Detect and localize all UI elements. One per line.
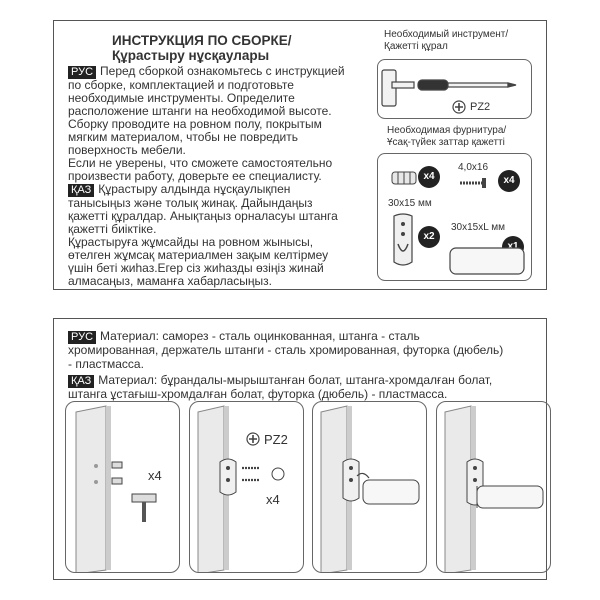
kz-line: Құрастыру алдында нұсқаулықпен [98, 182, 291, 196]
rod-holder-icon [393, 213, 413, 266]
materials-ru-line2: хромированная, держатель штанги - сталь … [68, 343, 504, 357]
materials-ru-tag: РУС [68, 331, 97, 344]
ru-line: расположение штанги на необходимой высот… [68, 104, 332, 118]
materials-ru-line3: - пластмасса. [68, 357, 144, 371]
screwdriver-icon [417, 79, 517, 91]
hammer-icon [131, 493, 157, 522]
kz-line: өтелген жұмсақ материалмен зақым келтірм… [68, 248, 329, 262]
ru-line: Сборку проводите на ровном полу, покрыты… [68, 117, 322, 131]
ru-line: произвести работу, доверьте ее специалис… [68, 169, 322, 183]
title-kz: Құрастыру нұсқаулары [112, 48, 270, 63]
rod-size: 30x15xL мм [451, 222, 505, 233]
tools-box: PZ2 [377, 59, 532, 119]
ru-line: поверхность мебели. [68, 143, 186, 157]
assembled-rod-illustration [444, 405, 544, 572]
wall-panel-illustration [75, 405, 157, 572]
kz-line: үшін беті жиһаз.Егер сіз жиһазды өзіңіз … [68, 261, 324, 275]
dowel-count: x4 [418, 166, 440, 188]
step-3-panel [312, 401, 427, 573]
page-title: ИНСТРУКЦИЯ ПО СБОРКЕ/ Құрастыру нұсқаула… [112, 33, 292, 63]
materials-kz-tag: ҚАЗ [68, 375, 95, 388]
step-2-screwdriver: PZ2 [264, 432, 288, 447]
holder-size: 30x15 мм [388, 198, 432, 209]
step-4-panel [436, 401, 551, 573]
step-2-panel: PZ2 x4 [189, 401, 304, 573]
step-2-count: x4 [266, 492, 280, 507]
materials-kz-text: Материал: бұрандалы-мырыштанған болат, ш… [98, 373, 493, 387]
ru-line: Если не уверены, что сможете самостоятел… [68, 156, 333, 170]
hardware-label-line1: Необходимая фурнитура/ [387, 125, 507, 136]
tools-label: Необходимый инструмент/ Қажетті құрал [384, 29, 508, 53]
hardware-box: x4 4,0x16 x4 30x15 мм x2 30x15xL мм x1 [377, 153, 532, 281]
kz-line: танысыңыз және толық жинақ. Дайындаңыз [68, 196, 313, 210]
rod-icon [449, 247, 525, 275]
kz-line: қажетті құралдар. Анықтаңыз орналасуы шт… [68, 209, 338, 223]
dowel-icon [391, 171, 417, 185]
title-ru: ИНСТРУКЦИЯ ПО СБОРКЕ/ [112, 33, 292, 48]
step-1-count: x4 [148, 468, 162, 483]
kz-line: алмасаңыз, маманға хабарласыңыз. [68, 274, 273, 288]
tools-illustration [381, 69, 517, 107]
materials-kz-line2: штанга ұстағыш-хромдалған болат, футорка… [68, 387, 448, 401]
screw-icon [460, 178, 486, 188]
ru-line: Перед сборкой ознакомьтесь с инструкцией [100, 64, 345, 78]
ru-tag: РУС [68, 66, 97, 79]
ru-line: по сборке, комплектацией и подготовьте [68, 78, 294, 92]
instructions-panel: ИНСТРУКЦИЯ ПО СБОРКЕ/ Құрастыру нұсқаула… [53, 20, 547, 290]
hammer-icon [381, 69, 415, 107]
screwdriver-type: PZ2 [470, 101, 491, 113]
screw-size: 4,0x16 [458, 162, 489, 173]
ru-line: мягким материалом, чтобы не повредить [68, 130, 298, 144]
screw-count: x4 [498, 170, 520, 192]
step-1-panel: x4 [65, 401, 180, 573]
rod-insert-illustration [320, 405, 420, 572]
holder-count: x2 [418, 226, 440, 248]
kz-line: Құрастыруға жұмсайды на ровном жынысы, [68, 235, 314, 249]
hardware-label: Необходимая фурнитура/ Ұсақ-түйек заттар… [387, 125, 506, 149]
holder-mount-illustration [197, 405, 285, 572]
tools-label-line2: Қажетті құрал [384, 41, 448, 52]
phillips-icon [246, 432, 260, 446]
kz-line: қажетті биіктіке. [68, 222, 157, 236]
materials-ru-text: Материал: саморез - сталь оцинкованная, … [100, 329, 420, 343]
ru-line: необходимые инструменты. Определите [68, 91, 295, 105]
kz-tag: ҚАЗ [68, 184, 95, 197]
phillips-icon [452, 100, 466, 114]
tools-label-line1: Необходимый инструмент/ [384, 29, 509, 40]
hardware-label-line2: Ұсақ-түйек заттар қажетті [387, 137, 505, 148]
